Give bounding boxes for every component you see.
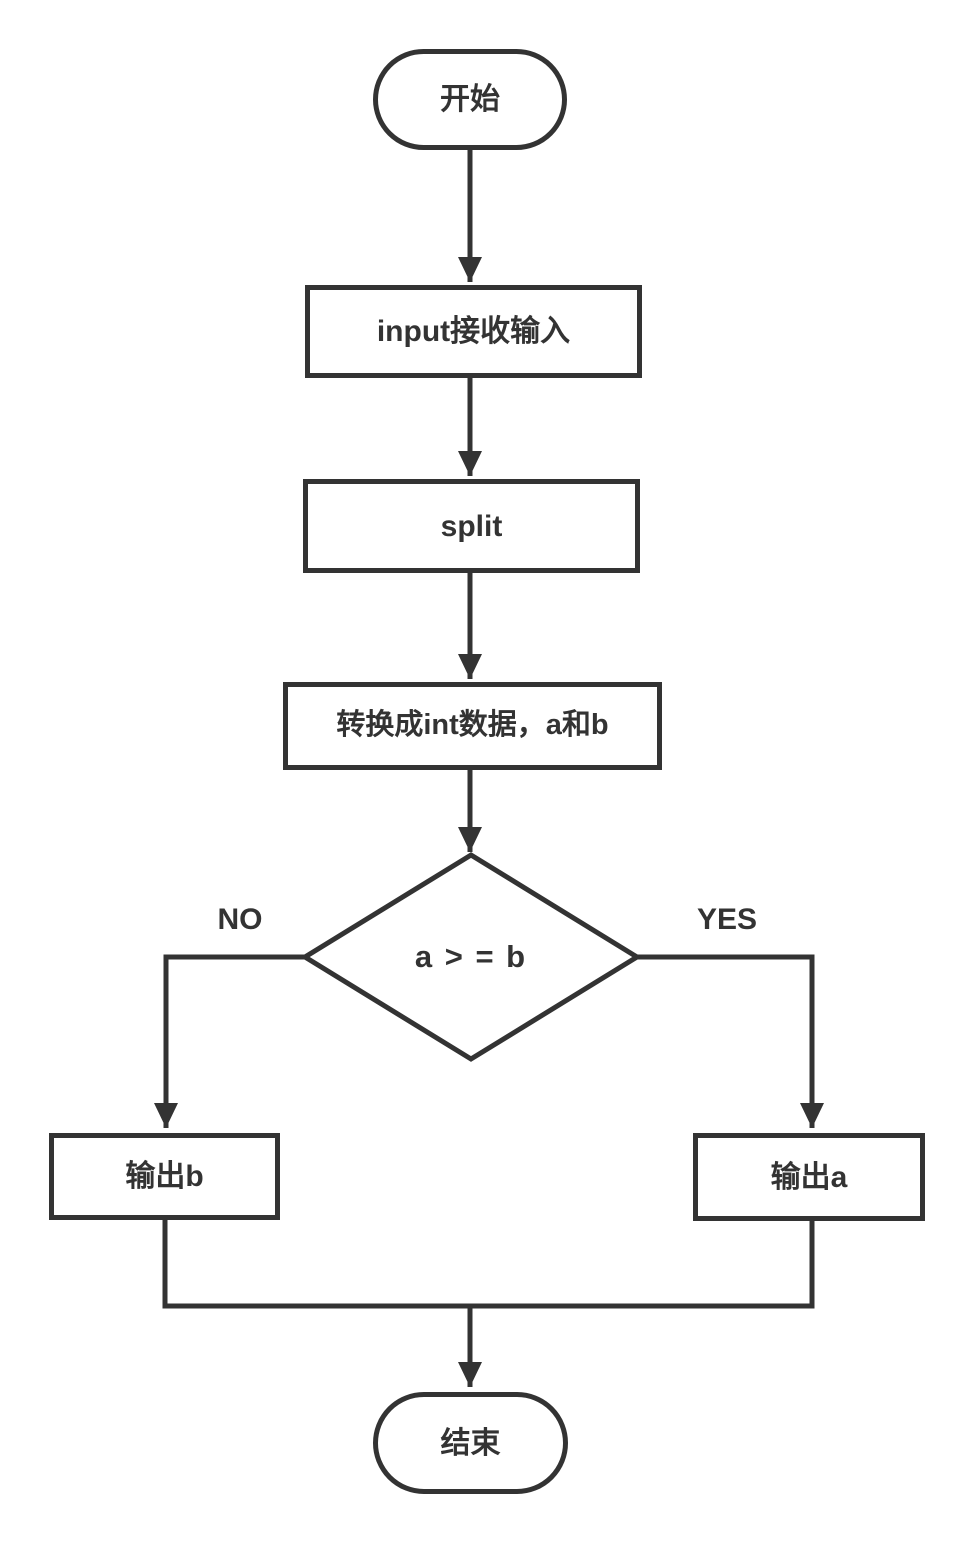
node-decision-label: a > = b [414,939,528,974]
node-input: input接收输入 [305,285,642,378]
branch-label-yes: YES [696,903,758,936]
node-end-label: 结束 [440,1426,501,1460]
node-output-a-label: 输出a [770,1160,848,1194]
node-split-label: split [440,509,503,543]
edge-decision-output-b [154,954,305,1128]
decision-diamond-shape [300,852,642,1062]
node-input-label: input接收输入 [376,315,571,348]
node-start: 开始 [373,49,567,150]
branch-label-no: NO [217,903,263,936]
node-end: 结束 [373,1392,568,1494]
node-convert-label: 转换成int数据，a和b [336,709,609,742]
edge-merge [162,1220,815,1309]
node-output-b: 输出b [49,1133,280,1220]
node-output-b-label: 输出b [125,1160,204,1193]
node-split: split [303,479,640,573]
node-output-a: 输出a [693,1133,925,1221]
node-decision: a > = b [346,905,596,1009]
node-convert: 转换成int数据，a和b [283,682,662,770]
node-start-label: 开始 [440,83,500,116]
edge-decision-output-a [637,954,824,1128]
